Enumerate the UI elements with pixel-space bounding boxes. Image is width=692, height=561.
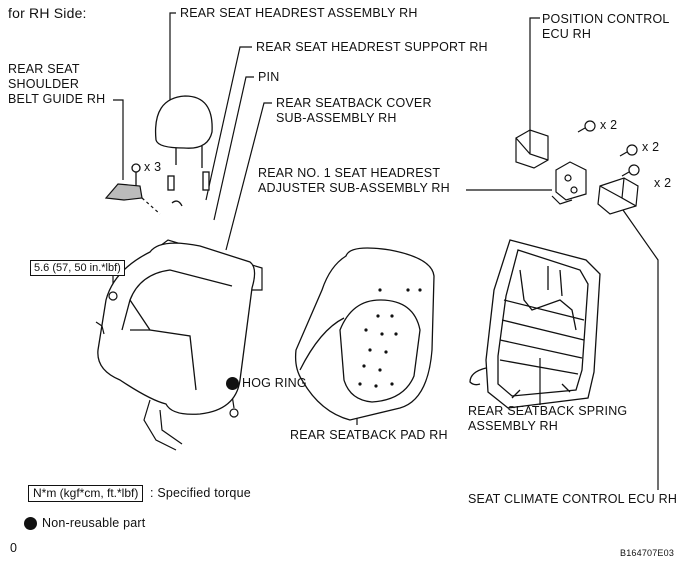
label-position-control-ecu: POSITION CONTROL ECU RH: [542, 12, 670, 41]
climate-control-ecu: [597, 177, 639, 215]
label-seatback-spring: REAR SEATBACK SPRING ASSEMBLY RH: [468, 404, 628, 433]
leader-pin: [213, 76, 254, 221]
seatback-pad: [294, 247, 435, 421]
label-pin: PIN: [258, 70, 280, 84]
position-control-ecu: [515, 129, 549, 169]
qty-ecu-bolts-2: x 2: [642, 140, 660, 154]
figure-code: B164707E03: [620, 548, 675, 558]
seatback-cover: [97, 242, 256, 415]
page-title: for RH Side:: [8, 5, 87, 21]
bolt-3: [621, 164, 640, 177]
qty-ecu-bolts-1: x 2: [600, 118, 618, 132]
legend-torque-units: N*m (kgf*cm, ft.*lbf): [28, 485, 144, 502]
label-seatback-pad: REAR SEATBACK PAD RH: [290, 428, 448, 442]
hog-ring-part: [229, 408, 239, 418]
harness-cover: [143, 399, 183, 451]
legend-non-reusable: Non-reusable part: [42, 516, 146, 530]
bolt-1: [577, 120, 596, 133]
leader-position-ecu: [529, 17, 540, 130]
cover-frame-wire: [159, 239, 263, 291]
hook: [95, 321, 105, 335]
non-reusable-icon: [24, 517, 37, 530]
headrest-adjuster: [551, 161, 587, 205]
bolts: [577, 120, 640, 177]
label-seatback-cover: REAR SEATBACK COVER SUB-ASSEMBLY RH: [276, 96, 432, 125]
leader-climate-ecu: [622, 209, 659, 490]
hog-ring-non-reusable-icon: [226, 377, 239, 390]
headrest: [131, 95, 213, 207]
label-headrest-adjuster: REAR NO. 1 SEAT HEADREST ADJUSTER SUB-AS…: [258, 166, 450, 195]
legend-torque-desc: : Specified torque: [150, 486, 251, 500]
label-climate-control-ecu: SEAT CLIMATE CONTROL ECU RH: [468, 492, 678, 506]
leader-seatback-cover: [225, 102, 272, 251]
torque-nut: [108, 291, 118, 301]
qty-belt-guide-bolts: x 3: [144, 160, 162, 174]
leader-belt-guide: [113, 99, 124, 180]
leader-headrest-support: [205, 46, 252, 201]
qty-ecu-bolts-3: x 2: [654, 176, 672, 190]
label-headrest-assembly: REAR SEAT HEADREST ASSEMBLY RH: [180, 6, 418, 20]
label-headrest-support: REAR SEAT HEADREST SUPPORT RH: [256, 40, 488, 54]
belt-guide: [104, 183, 161, 215]
label-shoulder-belt-guide: REAR SEAT SHOULDER BELT GUIDE RH: [8, 62, 106, 106]
label-hog-ring: HOG RING: [242, 376, 307, 390]
page-mark: 0: [10, 541, 18, 555]
seatback-spring-frame: [469, 239, 601, 409]
torque-spec: 5.6 (57, 50 in.*lbf): [30, 260, 125, 276]
pad-holes: [358, 288, 422, 388]
bolt-2: [619, 144, 638, 157]
leader-headrest-assembly: [169, 12, 176, 100]
